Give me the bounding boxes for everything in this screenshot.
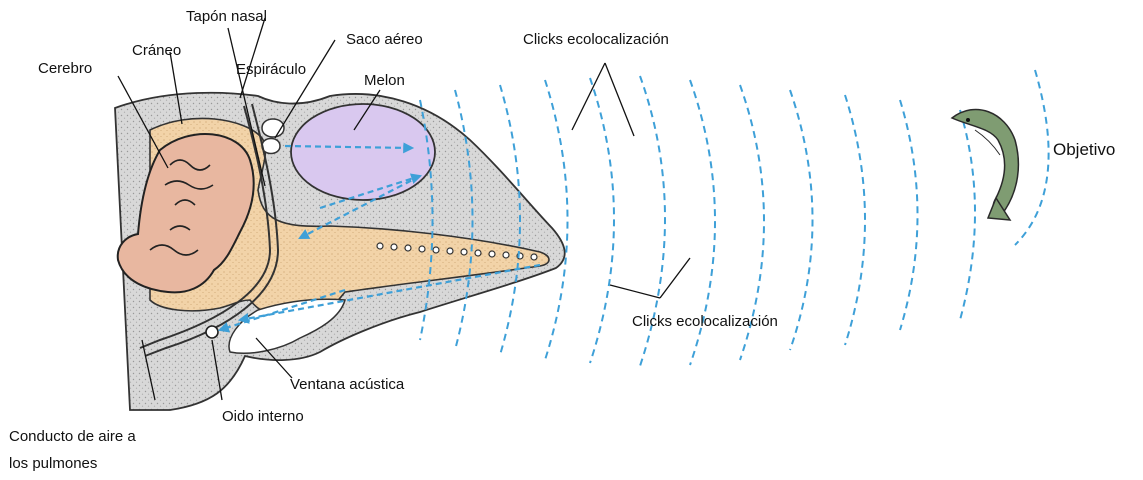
label-cerebro: Cerebro — [38, 60, 92, 78]
label-conducto-line2: los pulmones — [9, 455, 97, 473]
label-craneo: Cráneo — [132, 42, 181, 60]
label-melon: Melon — [364, 72, 405, 90]
label-saco-aereo: Saco aéreo — [346, 31, 423, 49]
inner-ear — [206, 326, 218, 338]
fish-target — [952, 109, 1018, 220]
label-ventana-acustica: Ventana acústica — [290, 376, 404, 394]
label-tapon-nasal: Tapón nasal — [186, 8, 267, 26]
melon — [291, 104, 435, 200]
label-clicks-top: Clicks ecolocalización — [523, 31, 669, 49]
label-objetivo: Objetivo — [1053, 141, 1115, 159]
label-conducto-line1: Conducto de aire a — [9, 428, 136, 446]
label-espiraculo: Espiráculo — [236, 61, 306, 79]
label-clicks-bottom: Clicks ecolocalización — [632, 313, 778, 331]
label-oido-interno: Oido interno — [222, 408, 304, 426]
